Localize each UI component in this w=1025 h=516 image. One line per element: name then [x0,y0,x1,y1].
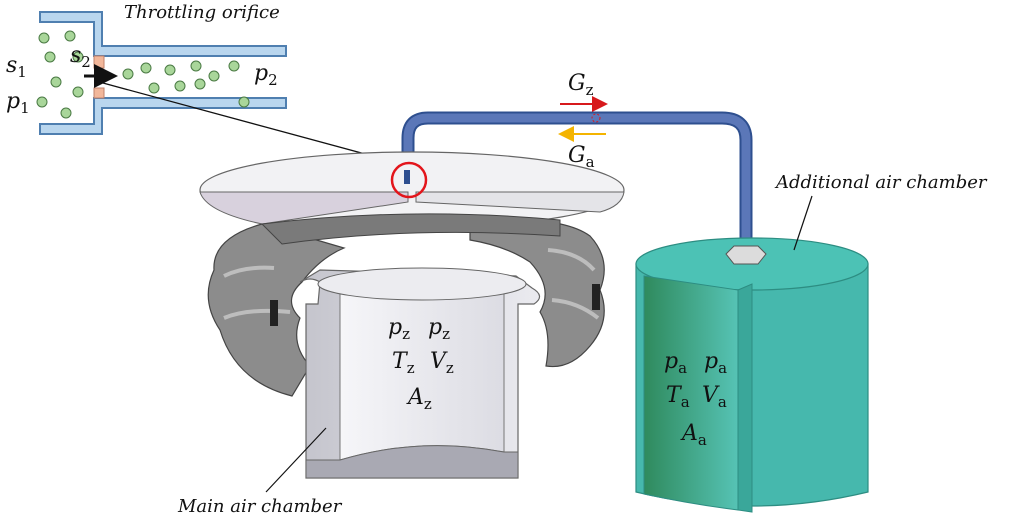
gas-particle [190,60,202,72]
label-ta: Ta [666,383,690,411]
label-va: Va [702,383,727,411]
gas-particle [122,68,134,80]
gas-particle [50,76,62,88]
piston-base [305,445,519,479]
orifice-mark [404,170,410,184]
gas-particle [208,70,220,82]
label-vz: Vz [430,349,454,377]
gas-particles [36,30,250,119]
gas-particle [64,30,76,42]
tank-nut [725,245,767,265]
throttling-orifice-inset [36,11,287,135]
orifice-pipe-lower-wall [39,97,287,135]
label-p2: p2 [254,61,278,89]
pipe-flow-marker [591,113,601,123]
bellows-top-band [260,213,561,245]
bellows-clip-right [592,284,600,310]
top-plate-edge-right [415,191,625,213]
label-aa: Aa [680,421,707,449]
label-tz: Tz [392,349,415,377]
bellows-right-highlight [547,248,600,320]
bellows-left-highlight [223,265,291,320]
orifice-plate-lower [93,87,105,99]
gas-particle [44,51,56,63]
label-s2: s2 [70,43,91,71]
main-air-chamber-label: Main air chamber [177,496,343,516]
label-gz: Gz [568,71,594,99]
connecting-pipe-inner [403,113,751,250]
bellows-clip-left [270,300,278,326]
orifice-highlight-circle [390,161,428,199]
label-p1: p1 [6,89,30,117]
additional-air-chamber [635,237,869,513]
gas-particle [148,82,160,94]
gas-particle [164,64,176,76]
label-pz-2: pz [428,315,450,343]
label-s1: s1 [6,53,27,81]
orifice-pipe-upper-wall [39,11,287,57]
additional-air-chamber-label: Additional air chamber [774,172,988,193]
inset-leader-line [102,82,403,165]
gas-particle [72,86,84,98]
gas-particle [194,78,206,90]
label-az: Az [406,385,432,413]
top-plate-edge [199,191,409,225]
main-chamber-leader [265,427,327,493]
orifice-plate-upper [93,55,105,69]
gas-particle [238,96,250,108]
gas-particle [38,32,50,44]
label-pa-1: pa [664,349,687,377]
gas-particle [228,60,240,72]
main-air-chamber [199,151,625,479]
label-ga: Ga [568,143,595,171]
piston-rim [317,267,527,301]
gas-particle [36,96,48,108]
throttling-orifice-label: Throttling orifice [124,2,280,23]
label-pz-1: pz [388,315,410,343]
gas-particle [140,62,152,74]
tank-cutaway-flap [737,283,753,513]
gas-particle [60,107,72,119]
gas-particle [72,51,84,63]
label-pa-2: pa [704,349,727,377]
additional-chamber-leader [793,195,813,251]
gas-particle [174,80,186,92]
piston-inner-cavity [339,283,505,461]
